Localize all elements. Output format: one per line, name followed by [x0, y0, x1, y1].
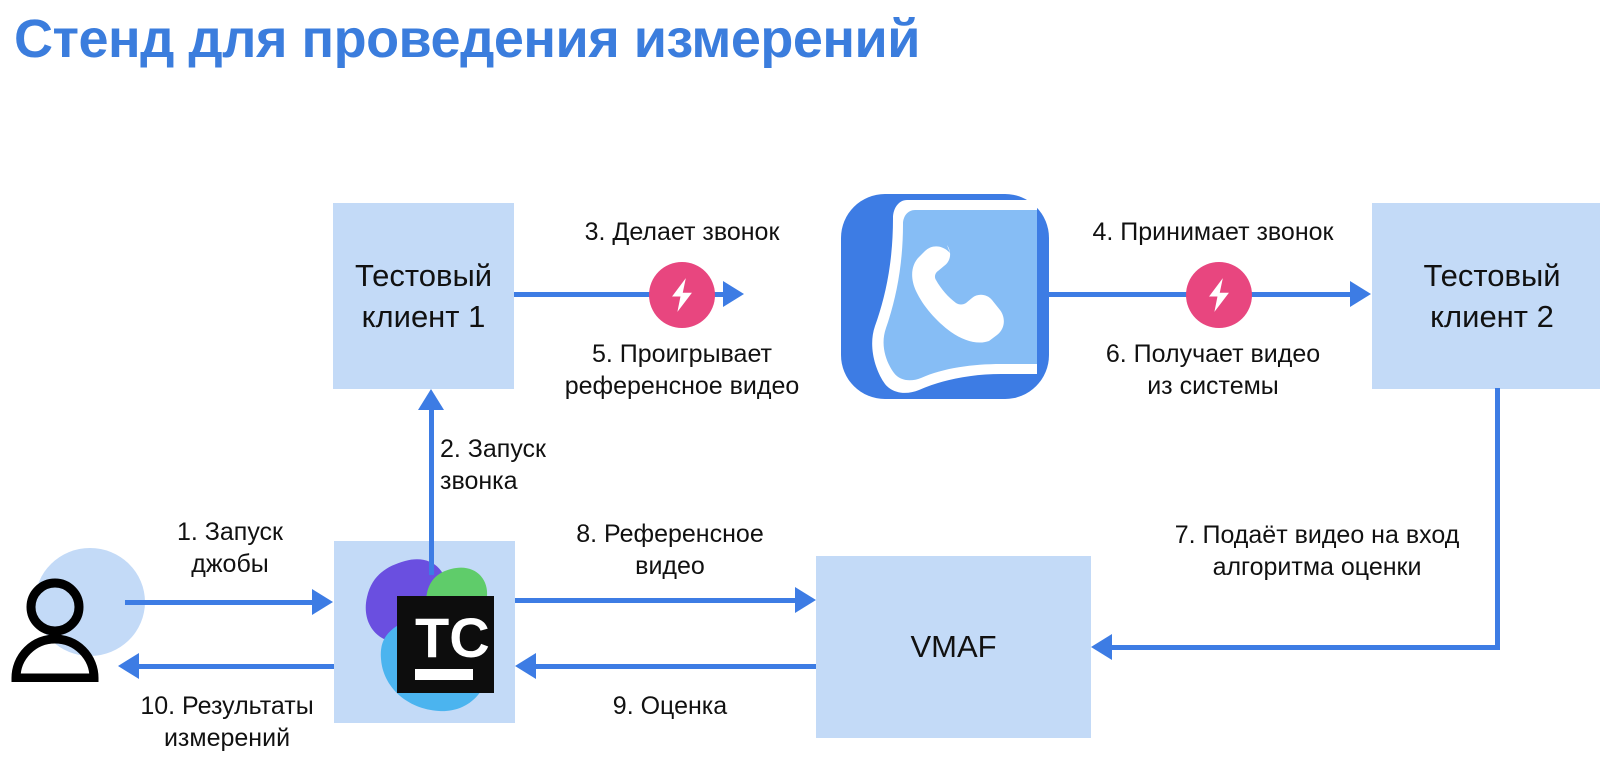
edge-line-teamcity-to-user — [139, 664, 334, 669]
edge-arrowhead-user-to-teamcity — [312, 589, 333, 615]
node-test-client-2-label: Тестовый клиент 2 — [1423, 257, 1561, 334]
edge-label-4: 4. Принимает звонок — [1092, 218, 1334, 246]
teamcity-logo-icon: TC — [347, 547, 515, 715]
edge-arrowhead-vmaf-to-teamcity — [515, 653, 536, 679]
edge-label-3: 3. Делает звонок — [584, 218, 780, 246]
edge-line-client2-to-vmaf — [1112, 645, 1500, 650]
edge-label-5: 5. Проигрывает референсное видео — [564, 340, 800, 400]
edge-arrowhead-messenger-to-client2 — [1350, 281, 1371, 307]
edge-label-7: 7. Подаёт видео на вход алгоритма оценки — [1174, 521, 1460, 581]
edge-line-vmaf-to-teamcity — [536, 664, 816, 669]
node-test-client-1-label: Тестовый клиент 1 — [354, 257, 493, 334]
lightning-bolt-icon-left — [649, 262, 715, 328]
svg-text:TC: TC — [415, 606, 490, 669]
person-icon — [8, 578, 108, 683]
page-title: Стенд для проведения измерений — [14, 9, 920, 69]
edge-label-8: 8. Референсное видео — [576, 520, 764, 580]
edge-label-9: 9. Оценка — [612, 692, 728, 720]
edge-line-client1-to-messenger — [514, 292, 723, 297]
edge-arrowhead-teamcity-to-client1 — [418, 389, 444, 410]
node-vmaf-label: VMAF — [910, 629, 997, 665]
whatsapp-logo-icon — [841, 194, 1049, 399]
edge-label-1: 1. Запуск джобы — [177, 518, 283, 578]
edge-line-user-to-teamcity — [125, 600, 312, 605]
edge-line-client2-down — [1495, 388, 1500, 650]
node-test-client-1: Тестовый клиент 1 — [333, 203, 514, 389]
edge-arrowhead-client1-to-messenger — [723, 281, 744, 307]
edge-line-teamcity-to-client1 — [429, 410, 434, 575]
edge-label-2: 2. Запуск звонка — [440, 435, 546, 495]
edge-label-6: 6. Получает видео из системы — [1105, 340, 1321, 400]
edge-label-10: 10. Результаты измерений — [140, 692, 314, 752]
node-test-client-2: Тестовый клиент 2 — [1372, 203, 1600, 389]
edge-arrowhead-teamcity-to-user — [118, 653, 139, 679]
edge-line-teamcity-to-vmaf — [515, 598, 795, 603]
lightning-bolt-icon-right — [1186, 262, 1252, 328]
edge-arrowhead-client2-to-vmaf — [1091, 634, 1112, 660]
node-vmaf: VMAF — [816, 556, 1091, 738]
edge-arrowhead-teamcity-to-vmaf — [795, 587, 816, 613]
